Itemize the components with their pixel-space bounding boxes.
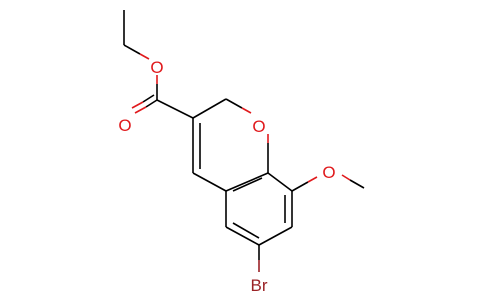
bond-c6-c7 — [258, 226, 293, 246]
bond-c5-c6-inner — [232, 222, 260, 239]
bond-c8a-c4a — [225, 172, 269, 192]
bond-ome-ch3-c — [349, 179, 365, 189]
bond-carbonyl-c-2 — [142, 94, 155, 103]
bond-ethyl-ch2-o-c — [123, 44, 141, 55]
bond-c3-c2 — [192, 98, 227, 119]
bond-carbonyl-c3 — [156, 99, 194, 119]
bond-ome-ch3-o — [341, 174, 351, 181]
bond-c8-ome-o — [307, 176, 318, 183]
bond-carbonyl-o-2 — [131, 101, 144, 109]
ester-carbonyl-oxygen-label: O — [118, 116, 131, 135]
bond-ethyl-ch2-o-o — [139, 53, 150, 60]
bond-c8a-c4a-inner — [232, 177, 263, 192]
bond-c5-c6 — [225, 226, 260, 246]
bond-c8-ome-c — [291, 181, 309, 192]
ester-ether-oxygen-label: O — [150, 58, 163, 77]
ring-oxygen-label: O — [252, 117, 265, 136]
bromine-label: Br — [251, 276, 268, 295]
bond-c8-c8a — [267, 172, 293, 192]
methoxy-oxygen-label: O — [322, 163, 335, 182]
bond-carbonyl-c — [145, 99, 158, 108]
bond-c2-o1-o — [241, 107, 252, 114]
bond-c2-o1-c — [225, 98, 243, 109]
bond-carbonyl-o — [134, 106, 147, 114]
bond-c4-c4a — [192, 172, 227, 192]
